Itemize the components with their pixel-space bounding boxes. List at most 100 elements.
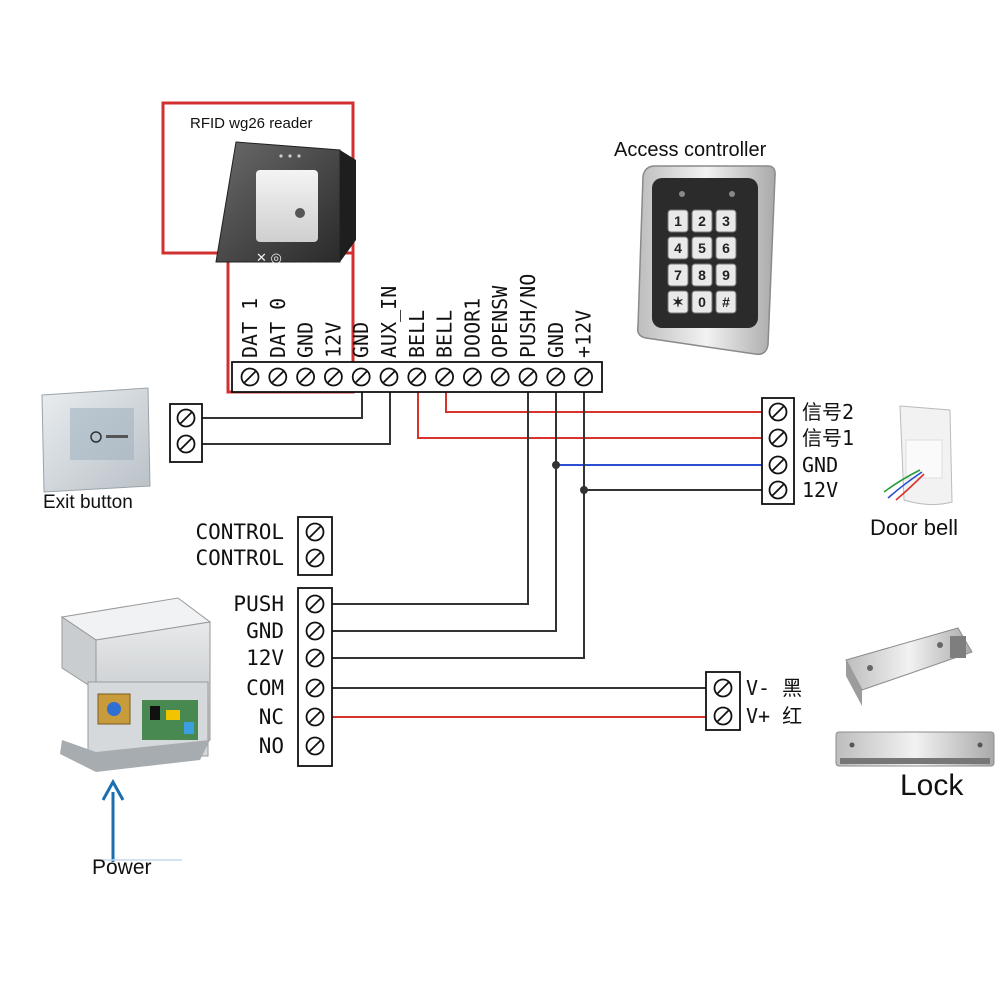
controller-terminal-label: BELL [405,310,429,358]
door-bell-label: Door bell [870,515,958,540]
keypad-key: 7 [667,263,689,287]
controller-screw [296,367,316,387]
exit-screw [176,408,196,428]
controller-screw [379,367,399,387]
controller-terminal-label: GND [349,322,373,358]
keypad-key: 1 [667,209,689,233]
keypad-key: 5 [691,236,713,260]
controller-terminal-label: PUSH/NO [516,274,540,358]
svg-text:6: 6 [722,240,730,256]
controller-screw [462,367,482,387]
supply-screws [305,594,325,756]
supply-terminal-label: 12V [246,646,284,670]
controller-screw [268,367,288,387]
supply-control-screws [305,522,325,568]
controller-terminal-label: DOOR1 [460,298,484,358]
lock-screws [713,678,733,726]
controller-terminal-label: AUX_IN [377,286,401,358]
keypad-key: # [715,290,737,314]
keypad-key: 2 [691,209,713,233]
lock-terminal-labels: V- 黑 V+ 红 [746,676,802,728]
keypad-key: 9 [715,263,737,287]
controller-screw [323,367,343,387]
supply-control-screw [305,548,325,568]
exit-screws [176,408,196,454]
wire-push [330,377,529,605]
controller-screws [240,367,593,387]
lock-screw [713,706,733,726]
supply-control-label: CONTROL [195,546,284,570]
bell-screw [768,428,788,448]
exit-screw [176,434,196,454]
svg-text:✶: ✶ [672,294,684,310]
rfid-card-icon: ✕ ◎ [256,250,282,265]
controller-terminal-label: DAT 1 [238,298,262,358]
lock-terminal-label: V+ 红 [746,704,802,728]
keypad-key: 6 [715,236,737,260]
keypad-key: 8 [691,263,713,287]
svg-text:5: 5 [698,240,706,256]
lock-terminal-label: V- 黑 [746,676,802,700]
svg-text:7: 7 [674,267,682,283]
svg-text:#: # [722,294,730,310]
power-arrow-head [101,778,125,801]
bell-terminal-label: 12V [802,478,838,502]
lock-screw [713,678,733,698]
controller-screw [546,367,566,387]
svg-text:3: 3 [722,213,730,229]
controller-screw [240,367,260,387]
controller-terminal-label: 12V [321,322,345,358]
bell-terminal-label: 信号2 [802,400,854,424]
access-controller-label: Access controller [614,139,767,161]
wire-bell-signal1 [417,377,764,439]
controller-screw [574,367,593,387]
supply-control-screw [305,522,325,542]
bell-terminal-label: 信号1 [802,426,854,450]
supply-control-label: CONTROL [195,520,284,544]
lock-label: Lock [900,769,964,802]
keypad-key: 3 [715,209,737,233]
controller-terminal-label: OPENSW [488,285,512,358]
rfid-reader-label: RFID wg26 reader [190,115,313,132]
controller-screw [518,367,538,387]
controller-terminal-label: BELL [433,310,457,358]
controller-screw [435,367,455,387]
svg-text:8: 8 [698,267,706,283]
controller-terminal-label: GND [294,322,318,358]
supply-terminal-label: PUSH [233,592,284,616]
supply-screw [305,621,325,641]
supply-screw [305,736,325,756]
wire-junctions [552,461,588,494]
svg-text:1: 1 [674,213,682,229]
controller-screw [490,367,510,387]
controller-screw [407,367,427,387]
controller-terminal-label: DAT 0 [266,298,290,358]
wire-gnd [330,377,557,632]
bell-screw [768,480,788,500]
lock: V- 黑 V+ 红 Lock [705,627,995,802]
svg-text:0: 0 [698,294,706,310]
controller-screw [351,367,371,387]
svg-text:4: 4 [674,240,682,256]
bell-screw [768,455,788,475]
supply-terminal-label: GND [246,619,284,643]
exit-button-label: Exit button [43,492,133,513]
keypad-key: 0 [691,290,713,314]
wire-12v [330,377,585,659]
wire-exit-auxin [196,377,391,445]
bell-screw [768,402,788,422]
svg-text:2: 2 [698,213,706,229]
supply-terminal-label: NO [259,734,284,758]
keypad-key: ✶ [667,290,689,314]
controller-terminal-label: GND [544,322,568,358]
